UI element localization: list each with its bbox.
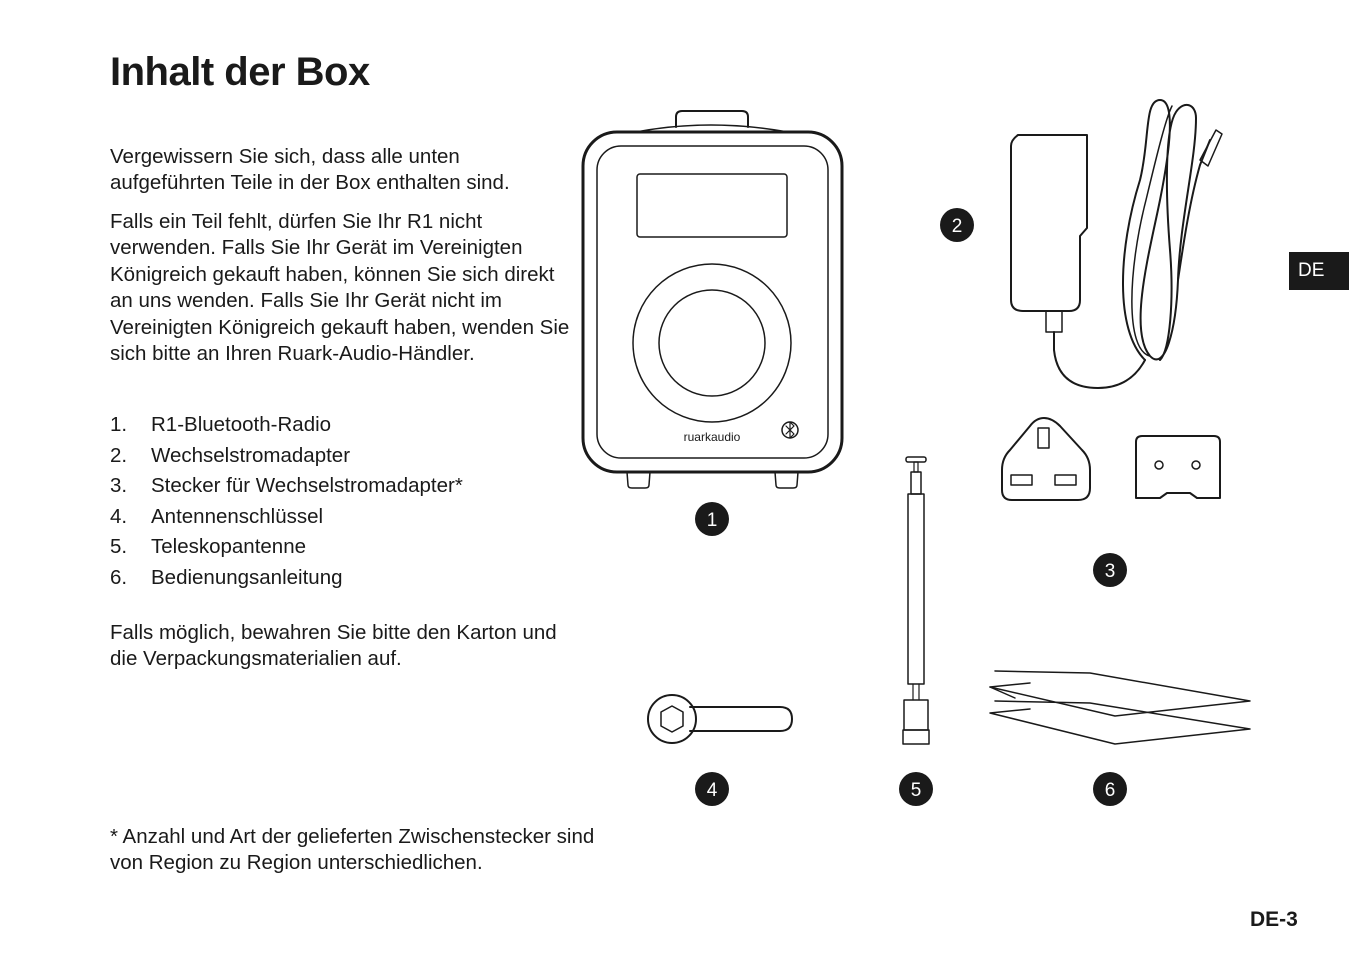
list-item-label: Wechselstromadapter [151,443,351,467]
page-title: Inhalt der Box [110,50,370,94]
list-item: 1. R1-Bluetooth-Radio [110,410,463,441]
list-item: 6. Bedienungsanleitung [110,563,463,594]
svg-text:2: 2 [952,216,963,237]
telescopic-antenna-illustration [902,456,930,745]
svg-text:1: 1 [707,510,718,531]
list-item-number: 3. [110,474,128,498]
svg-text:3: 3 [1105,561,1116,582]
list-item: 2. Wechselstromadapter [110,441,463,472]
list-item-number: 6. [110,565,128,589]
intro-paragraph: Vergewissern Sie sich, dass alle unten a… [110,145,510,195]
list-item-number: 4. [110,504,128,528]
list-item: 4. Antennenschlüssel [110,502,463,533]
list-item: 3. Stecker für Wechselstromadapter* [110,471,463,502]
language-tab: DE [1289,252,1349,290]
page-number: DE-3 [1250,908,1298,931]
missing-part-paragraph: Falls ein Teil fehlt, dürfen Sie Ihr R1 … [110,210,570,366]
list-item-label: Bedienungsanleitung [151,565,343,589]
list-item-number: 5. [110,535,128,559]
list-item-label: Antennenschlüssel [151,504,324,528]
list-item-number: 1. [110,413,128,436]
radio-illustration [581,110,844,489]
brand-label: ruarkaudio [684,430,741,444]
list-item: 5. Teleskopantenne [110,532,463,563]
manual-illustration [989,670,1251,745]
svg-text:6: 6 [1105,780,1116,801]
svg-text:4: 4 [707,780,718,801]
badge-4: 4 [695,772,729,806]
ac-adapter-illustration [1010,99,1223,389]
badge-2: 2 [940,208,974,242]
list-item-label: Teleskopantenne [151,535,307,559]
badge-3: 3 [1093,553,1127,587]
list-item-label: R1-Bluetooth-Radio [151,413,332,436]
badge-6: 6 [1093,772,1127,806]
list-item-number: 2. [110,443,128,467]
badge-1: 1 [695,502,729,536]
contents-list: 1. R1-Bluetooth-Radio 2. Wechselstromadapt… [110,410,463,594]
keep-packaging-paragraph: Falls möglich, bewahren Sie bitte den Ka… [110,621,557,671]
badge-5: 5 [899,772,933,806]
bluetooth-icon [785,421,795,439]
plug-illustration [1001,417,1221,501]
svg-text:5: 5 [911,780,922,801]
footnote: * Anzahl und Art der gelieferten Zwische… [110,825,595,875]
list-item-label: Stecker für Wechselstromadapter* [151,474,463,498]
antenna-key-illustration [647,694,793,744]
